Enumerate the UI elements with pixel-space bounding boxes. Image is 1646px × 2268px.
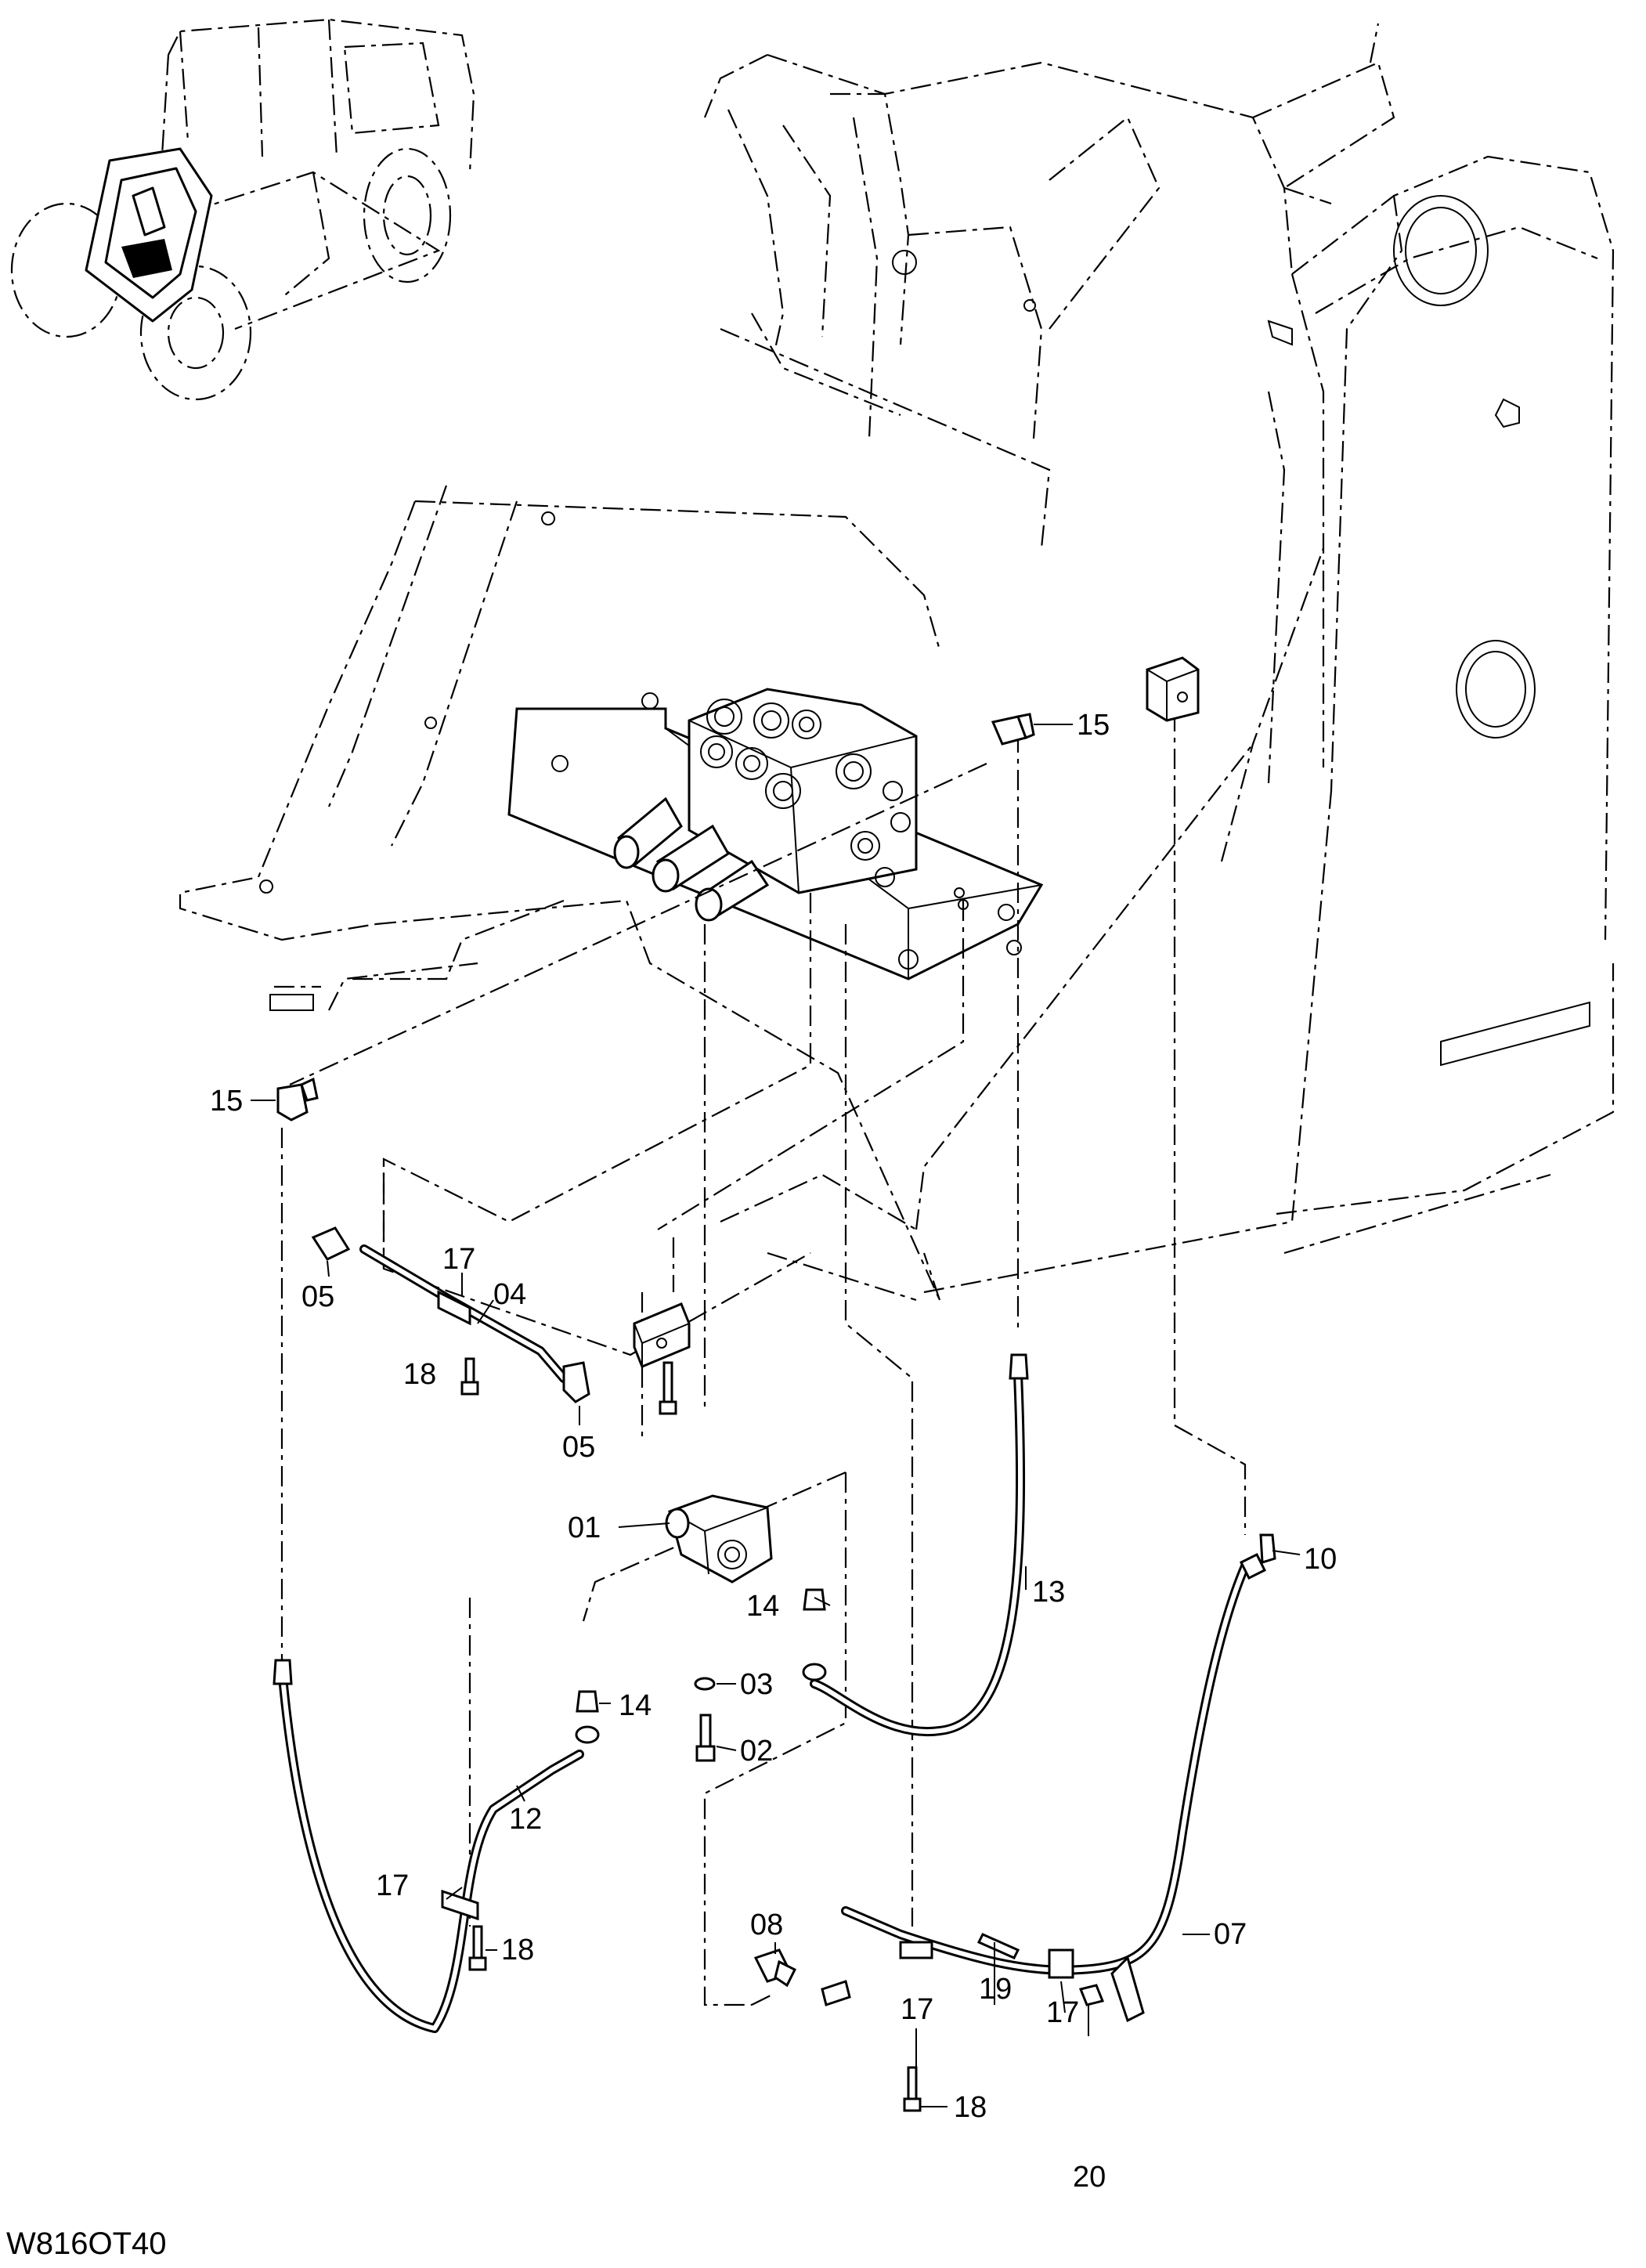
callout-18: 18: [403, 1358, 436, 1391]
callout-04: 04: [493, 1278, 526, 1311]
fittings: [273, 713, 1276, 2112]
callout-19: 19: [979, 1973, 1012, 2006]
callout-18: 18: [501, 1934, 534, 1966]
loader-frame-outline: [179, 23, 1615, 1302]
control-valve-assembly: [507, 688, 1044, 981]
callouts: 15 15 17 05 04 18 05 01 13 14 10 03 14 0…: [6, 709, 1337, 2261]
callout-14: 14: [746, 1590, 779, 1623]
leader-lines: [251, 724, 1301, 2107]
callout-02: 02: [740, 1735, 773, 1768]
machine-thumbnail: [10, 18, 475, 401]
callout-10: 10: [1304, 1543, 1337, 1576]
callout-18: 18: [954, 2091, 987, 2124]
callout-17: 17: [1046, 1996, 1079, 2029]
callout-08: 08: [750, 1909, 783, 1941]
callout-20: 20: [1073, 2161, 1106, 2194]
callout-07: 07: [1214, 1918, 1247, 1951]
callout-03: 03: [740, 1668, 773, 1701]
callout-14: 14: [619, 1689, 652, 1722]
callout-17: 17: [442, 1243, 475, 1276]
frame-bracket: [1146, 656, 1200, 722]
callout-13: 13: [1032, 1576, 1065, 1609]
drawing-code: W816OT40: [6, 2226, 167, 2261]
frame-details: [259, 195, 1590, 1067]
callout-12: 12: [509, 1803, 542, 1836]
callout-01: 01: [568, 1511, 601, 1544]
callout-17: 17: [901, 1993, 933, 2026]
callout-17: 17: [376, 1869, 409, 1902]
callout-15: 15: [1077, 709, 1110, 742]
callout-05: 05: [562, 1431, 595, 1464]
callout-05: 05: [301, 1280, 334, 1313]
callout-15: 15: [210, 1085, 243, 1118]
